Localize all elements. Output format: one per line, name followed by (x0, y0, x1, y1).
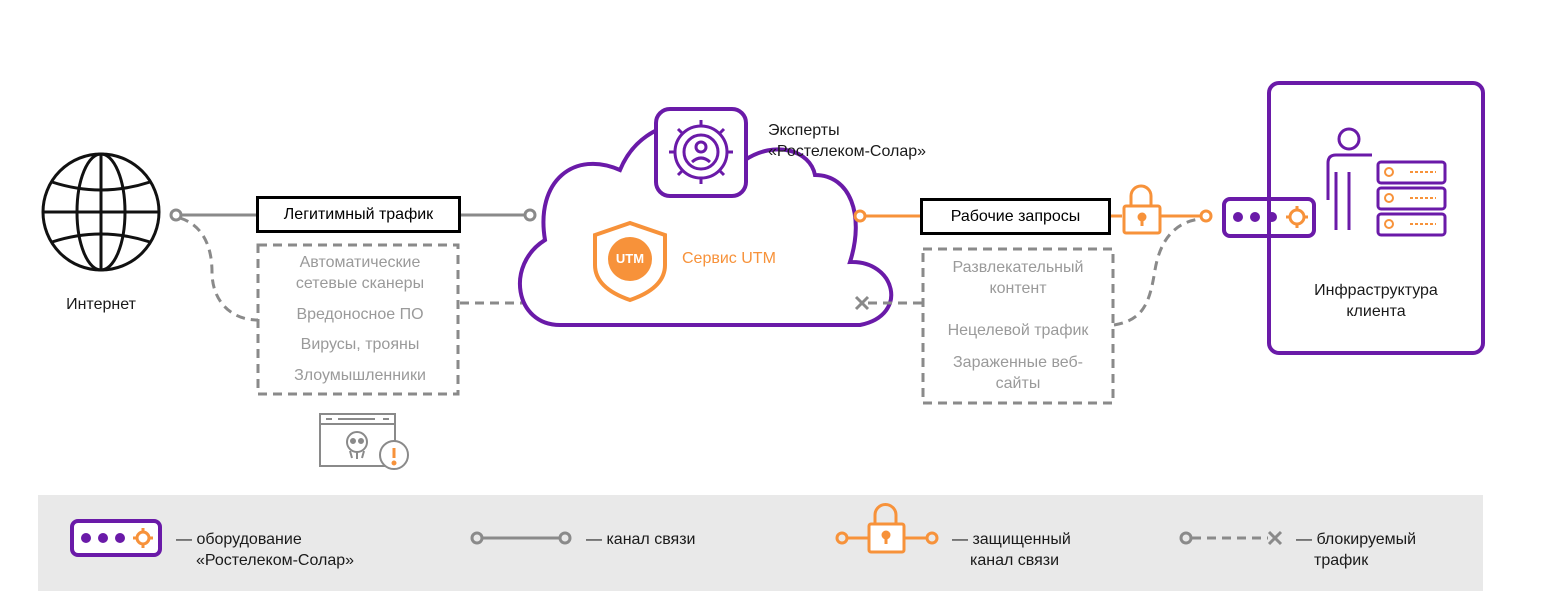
work-requests-label: Рабочие запросы (950, 207, 1081, 225)
experts-label-line1: Эксперты (768, 122, 840, 139)
client-box (1267, 81, 1485, 355)
threat-attackers: Злоумышленники (294, 367, 426, 384)
utm-service-label: Сервис UTM (682, 250, 776, 267)
lock-icon (1122, 184, 1162, 235)
blocked-path-left (179, 216, 548, 322)
shield-icon (593, 220, 667, 303)
legend-channel-icon (470, 531, 572, 545)
server-icon (1376, 160, 1447, 237)
client-label-line1: Инфраструктура (1314, 282, 1438, 299)
legend-secure-line2: канал связи (970, 552, 1060, 569)
legend-equipment-line2: «Ростелеком-Солар» (196, 552, 355, 569)
legend-background (38, 495, 1483, 591)
experts-gear-icon (654, 107, 748, 198)
blocked-non-target: Нецелевой трафик (947, 322, 1089, 339)
experts-label-line2: «Ростелеком-Солар» (768, 143, 927, 160)
blocked-path-right (868, 217, 1201, 327)
threat-scanners: Автоматические сетевые сканеры (295, 254, 425, 292)
legend-blocked-line2: трафик (1314, 552, 1369, 569)
blocked-infected: Зараженные веб-сайты (925, 352, 1111, 394)
legend-channel-label: — канал связи (586, 531, 696, 548)
legend-secure-line1: — защищенный (952, 531, 1071, 548)
legend-blocked-line1: — блокируемый (1296, 531, 1417, 548)
blocked-infected-text: Зараженные веб-сайты (953, 354, 1084, 392)
blocked-entertainment: Развлекательный контент (925, 257, 1111, 299)
client-label-line2: клиента (1346, 303, 1406, 320)
legend-secure-icon (835, 503, 939, 554)
threat-malware: Вредоносное ПО (296, 306, 424, 323)
work-requests-box: Рабочие запросы (920, 198, 1111, 235)
legend-equipment-line1: — оборудование (176, 531, 302, 548)
threat-viruses: Вирусы, трояны (300, 336, 420, 353)
internet-label: Интернет (66, 296, 136, 313)
blocked-box (921, 247, 1115, 405)
person-icon (1326, 127, 1372, 230)
legend-blocked-icon (1179, 530, 1283, 546)
malware-window-icon (319, 413, 409, 470)
legit-traffic-box: Легитимный трафик (256, 196, 461, 233)
globe-icon (41, 152, 161, 272)
legit-traffic-label: Легитимный трафик (283, 205, 434, 223)
block-x-right (854, 295, 870, 311)
threats-box (256, 243, 460, 396)
utm-badge: UTM (615, 251, 645, 266)
legend-equipment-icon (70, 519, 162, 557)
threat-item: Автоматические сетевые сканеры (258, 252, 462, 294)
blocked-entertainment-text: Развлекательный контент (952, 259, 1084, 297)
